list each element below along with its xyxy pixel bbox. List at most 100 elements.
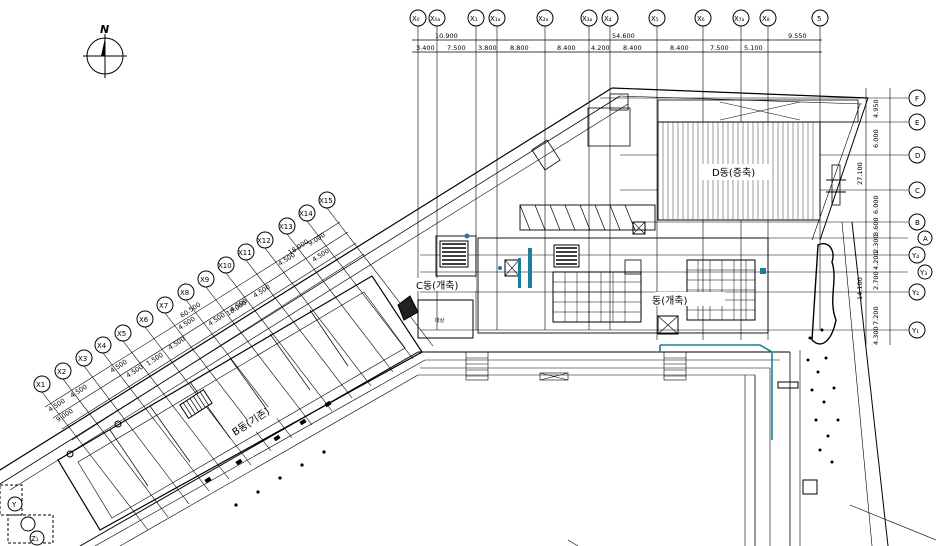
svg-text:A: A [923, 235, 928, 243]
svg-text:Z₁: Z₁ [31, 535, 39, 543]
corner-axes: Y Z₁ [0, 420, 122, 546]
axis-bubble: X₄ [601, 9, 619, 27]
axis-bubble: X₅ [648, 9, 666, 27]
dim-overall-left: 10.900 [435, 32, 458, 40]
svg-text:X9: X9 [200, 276, 209, 284]
building-d-label: D동(증축) [712, 167, 755, 179]
svg-text:X4: X4 [97, 342, 107, 350]
canopy-strip [519, 204, 656, 235]
svg-text:4.200: 4.200 [872, 251, 880, 270]
svg-text:X8: X8 [180, 289, 189, 297]
diagonal-grid-axes: X1 X2 X3 X4 X5 X6 X7 X8 X9 X10 X11 X12 X… [33, 191, 434, 531]
svg-text:7.500: 7.500 [710, 44, 729, 52]
svg-text:X₃ₐ: X₃ₐ [582, 15, 593, 23]
axis-bubble: X₁ₐ [488, 9, 506, 27]
svg-text:6.000: 6.000 [872, 129, 880, 148]
svg-text:X5: X5 [117, 330, 126, 338]
svg-text:X10: X10 [218, 262, 232, 270]
axis-bubble: X₂ₐ [536, 9, 554, 27]
svg-text:Y₄: Y₄ [911, 252, 919, 260]
axis-bubble: X₁ [467, 9, 485, 27]
site-boundary [0, 87, 889, 546]
room-label: 대상 [435, 317, 445, 324]
svg-text:4.500: 4.500 [167, 335, 187, 352]
svg-text:X₁ₐ: X₁ₐ [490, 15, 501, 23]
svg-text:X2: X2 [57, 368, 66, 376]
svg-text:5: 5 [817, 15, 821, 23]
svg-text:4.500: 4.500 [252, 283, 272, 300]
svg-text:F: F [915, 95, 919, 103]
axis-bubble: X7 [156, 296, 174, 314]
svg-text:B: B [915, 219, 920, 227]
svg-text:4.500: 4.500 [125, 363, 145, 380]
axis-bubble: E [908, 113, 926, 131]
svg-text:7.500: 7.500 [447, 44, 466, 52]
svg-text:C: C [915, 187, 920, 195]
axis-bubble: Y₃ [917, 264, 933, 280]
axis-bubble: F [908, 89, 926, 107]
axis-bubble: X13 [278, 217, 296, 235]
svg-text:14.100: 14.100 [856, 277, 864, 300]
svg-text:X₈: X₈ [762, 15, 770, 23]
building-b: B동(기존) [57, 275, 423, 531]
svg-text:Y₂: Y₂ [911, 289, 919, 297]
svg-text:X₆: X₆ [697, 15, 705, 23]
axis-bubble: X5 [114, 324, 132, 342]
svg-text:E: E [915, 119, 919, 127]
building-center-label: 동(개축) [652, 295, 688, 307]
svg-text:X15: X15 [319, 197, 333, 205]
svg-text:27.100: 27.100 [856, 162, 864, 185]
building-c: C동(개축) 대상 [397, 235, 520, 339]
svg-text:X12: X12 [257, 237, 271, 245]
svg-text:2.700: 2.700 [872, 271, 880, 290]
svg-text:3.800: 3.800 [478, 44, 497, 52]
north-arrow: N [83, 23, 127, 78]
axis-bubble: X₈ [759, 9, 777, 27]
svg-text:D: D [915, 152, 920, 160]
axis-bubble: X2 [54, 362, 72, 380]
svg-text:7.200: 7.200 [872, 306, 880, 325]
svg-text:8.800: 8.800 [510, 44, 529, 52]
axis-bubble: Y₄ [908, 246, 926, 264]
building-c-label: C동(개축) [416, 280, 458, 292]
svg-text:4.950: 4.950 [872, 99, 880, 118]
building-d: D동(증축) [531, 93, 859, 221]
svg-text:X₄: X₄ [604, 15, 612, 23]
landscape-area [777, 243, 840, 495]
axis-bubble: X₀ₐ [428, 9, 446, 27]
axis-bubble: X12 [256, 231, 274, 249]
svg-text:X11: X11 [238, 249, 252, 257]
stair-icon [179, 388, 213, 420]
north-label: N [100, 23, 109, 36]
svg-text:3.600: 3.600 [872, 217, 880, 236]
svg-text:X₅: X₅ [651, 15, 659, 23]
axis-bubble: X8 [177, 283, 195, 301]
svg-text:X₂ₐ: X₂ₐ [538, 15, 549, 23]
axis-bubble: Y₁ [908, 321, 926, 339]
svg-text:X14: X14 [299, 210, 313, 218]
svg-text:6.000: 6.000 [872, 195, 880, 214]
axis-bubble: X10 [217, 256, 235, 274]
svg-text:X13: X13 [279, 223, 293, 231]
svg-text:X6: X6 [139, 316, 149, 324]
svg-text:2.300: 2.300 [872, 234, 880, 253]
svg-text:8.400: 8.400 [623, 44, 642, 52]
axis-bubble: B [908, 213, 926, 231]
svg-text:X3: X3 [78, 355, 87, 363]
svg-text:Y: Y [11, 501, 17, 509]
svg-text:4.500: 4.500 [277, 251, 297, 268]
axis-bubble: A [917, 230, 933, 246]
svg-text:X₀ₐ: X₀ₐ [430, 15, 441, 23]
axis-bubble: X₃ₐ [580, 9, 598, 27]
axis-bubble: C [908, 181, 926, 199]
svg-text:5.100: 5.100 [744, 44, 763, 52]
steps [465, 351, 687, 381]
axis-bubble: X15 [318, 191, 336, 209]
svg-text:Y₁: Y₁ [911, 327, 919, 335]
svg-text:4.500: 4.500 [207, 311, 227, 328]
svg-text:3.400: 3.400 [416, 44, 435, 52]
svg-text:9.000: 9.000 [307, 231, 327, 248]
svg-text:Y₃: Y₃ [919, 269, 927, 277]
building-center: 동(개축) [477, 237, 769, 335]
